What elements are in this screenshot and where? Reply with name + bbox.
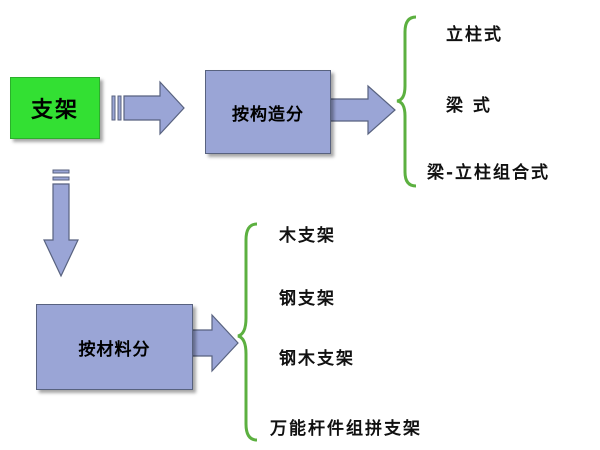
arrow-structure-to-items (329, 84, 396, 136)
arrow-root-to-structure (111, 80, 185, 136)
root-label: 支架 (30, 98, 79, 123)
brace-material (237, 222, 258, 442)
root-node: 支架 (10, 77, 100, 139)
material-item: 木支架 (279, 226, 336, 246)
category-structure: 按构造分 (205, 70, 331, 154)
structure-item: 梁 式 (446, 96, 492, 116)
brace-structure (396, 15, 417, 188)
material-item: 钢支架 (279, 289, 336, 309)
category-material: 按材料分 (36, 304, 193, 390)
category-material-label: 按材料分 (78, 339, 151, 360)
structure-item: 立柱式 (446, 25, 503, 45)
arrow-root-to-material (43, 169, 79, 278)
structure-item: 梁-立柱组合式 (427, 163, 551, 183)
material-item: 钢木支架 (279, 349, 355, 369)
material-item: 万能杆件组拼支架 (270, 419, 422, 439)
category-structure-label: 按构造分 (232, 104, 304, 125)
arrow-material-to-items (191, 313, 239, 373)
